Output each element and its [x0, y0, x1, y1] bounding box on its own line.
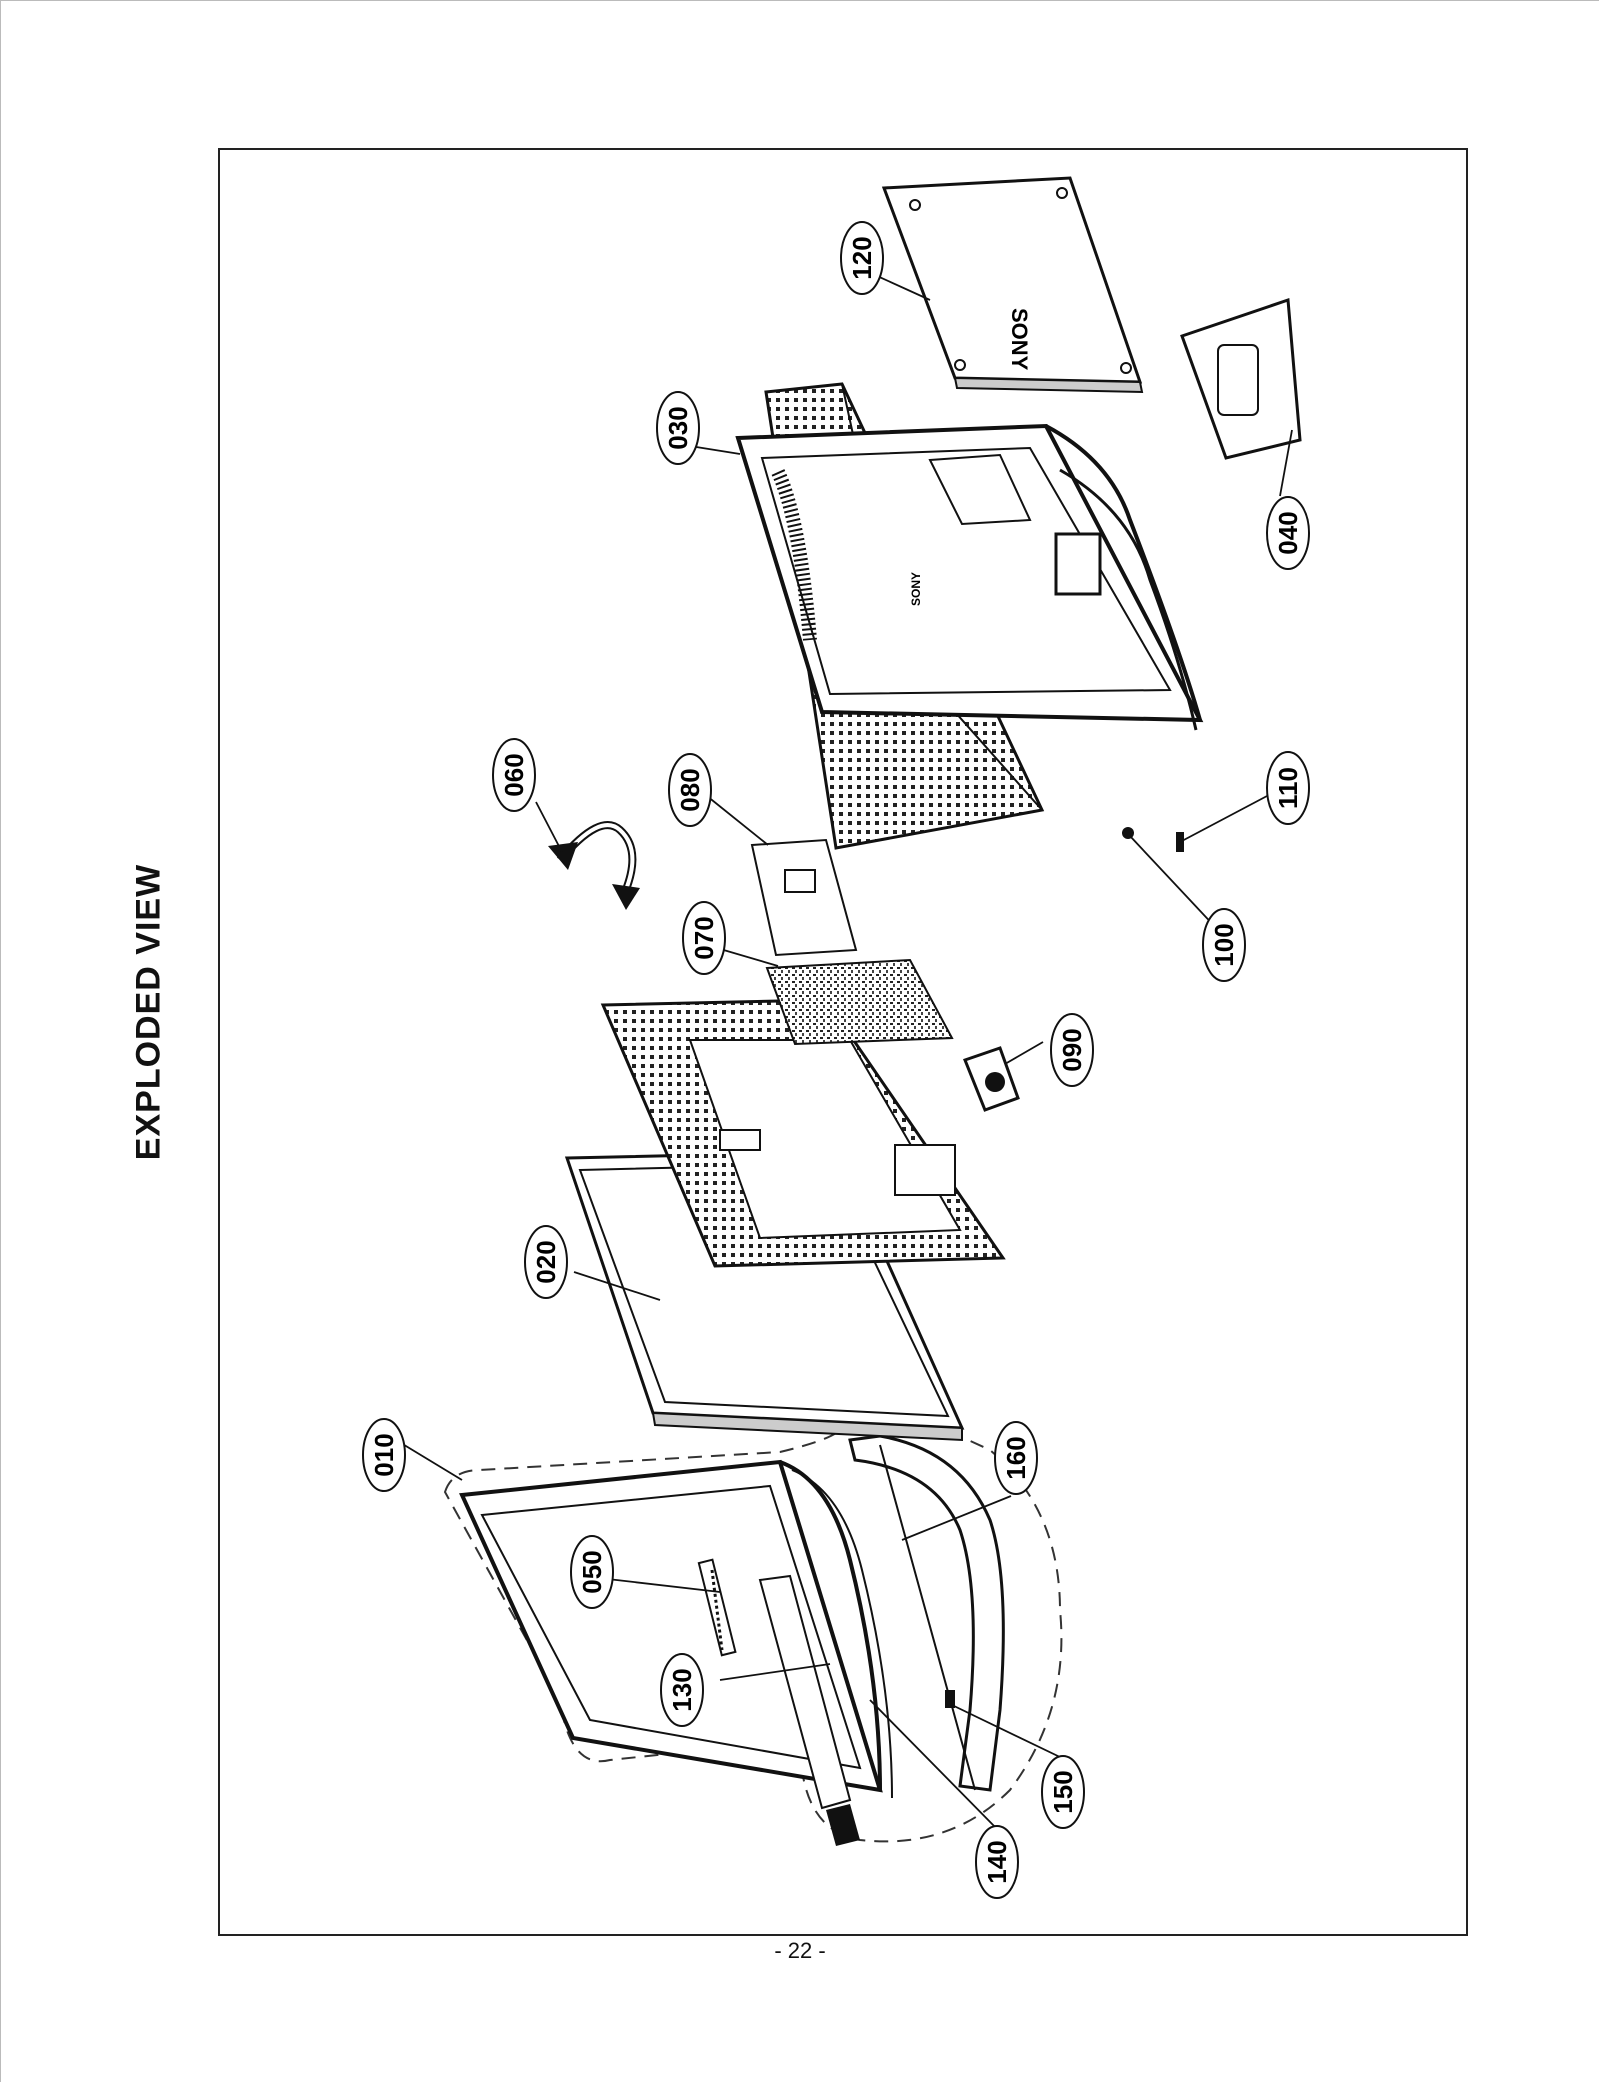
cable-part: [548, 821, 640, 910]
callout-150: 150: [1041, 1755, 1085, 1829]
callout-010: 010: [362, 1418, 406, 1492]
callout-060: 060: [492, 738, 536, 812]
callout-030: 030: [656, 391, 700, 465]
svg-text:070: 070: [689, 916, 719, 959]
svg-text:150: 150: [1048, 1770, 1078, 1813]
diagram-frame: [218, 148, 1468, 1936]
svg-text:040: 040: [1273, 511, 1303, 554]
svg-text:140: 140: [982, 1840, 1012, 1883]
callout-140: 140: [975, 1825, 1019, 1899]
callout-090: 090: [1050, 1013, 1094, 1087]
small-clip-part: [945, 1690, 955, 1708]
svg-text:110: 110: [1273, 767, 1303, 809]
callout-040: 040: [1266, 496, 1310, 570]
svg-text:130: 130: [667, 1668, 697, 1711]
chassis-plate-part: [600, 998, 1006, 1268]
svg-text:090: 090: [1057, 1028, 1087, 1071]
svg-text:080: 080: [675, 768, 705, 811]
callout-120: 120: [840, 221, 884, 295]
callout-080: 080: [668, 753, 712, 827]
callout-160: 160: [994, 1421, 1038, 1495]
page-number: - 22 -: [774, 1938, 826, 1963]
svg-text:030: 030: [663, 406, 693, 449]
callout-050: 050: [570, 1535, 614, 1609]
callout-020: 020: [524, 1225, 568, 1299]
svg-text:050: 050: [577, 1550, 607, 1593]
callout-130: 130: [660, 1653, 704, 1727]
svg-text:160: 160: [1001, 1436, 1031, 1479]
svg-text:120: 120: [847, 236, 877, 279]
screw-parts: [1122, 827, 1184, 852]
button-board-part: [697, 1558, 737, 1657]
speaker-bracket-part: [963, 1046, 1020, 1112]
callout-070: 070: [682, 901, 726, 975]
stand-cover-part: [1180, 297, 1302, 460]
svg-text:010: 010: [369, 1433, 399, 1476]
svg-text:020: 020: [531, 1240, 561, 1283]
svg-text:060: 060: [499, 753, 529, 796]
back-panel-part: SONY: [881, 176, 1144, 394]
callout-100: 100: [1202, 908, 1246, 982]
svg-text:100: 100: [1209, 923, 1239, 966]
sub-pcb-part: [750, 838, 858, 957]
callout-110: 110: [1266, 751, 1310, 825]
sony-logo-panel: SONY: [1007, 308, 1032, 371]
rear-cover-part: SONY: [735, 423, 1204, 731]
main-pcb-part: [765, 958, 954, 1046]
sony-logo-rear: SONY: [909, 572, 923, 606]
bezel-bottom-part: [848, 1434, 1005, 1792]
